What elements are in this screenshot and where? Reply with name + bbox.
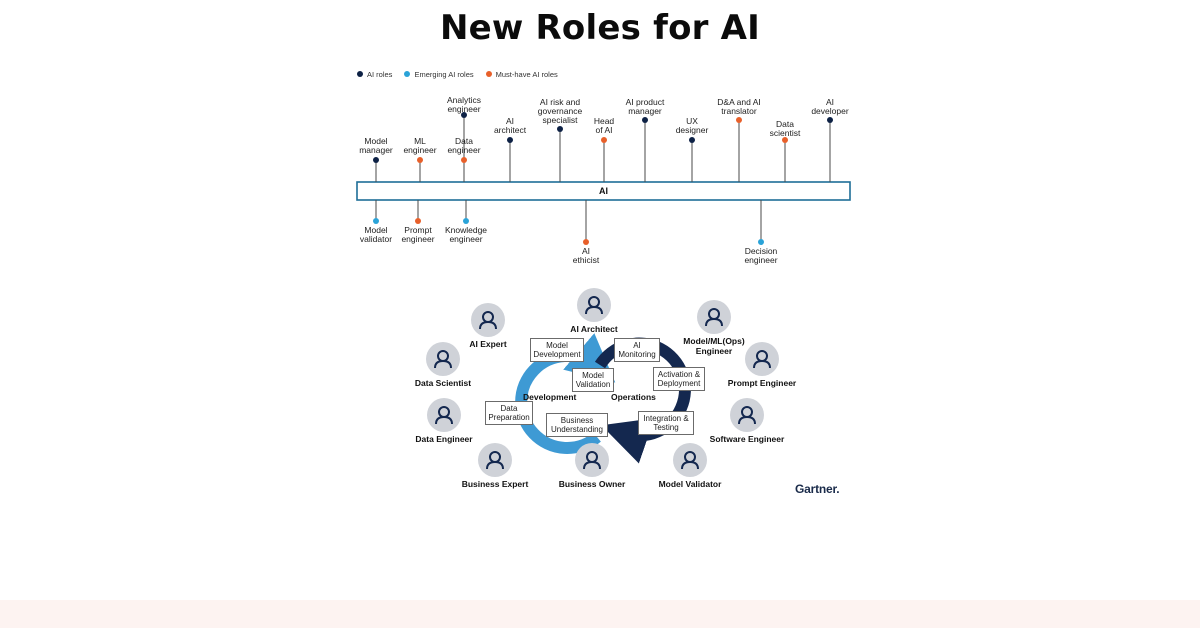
role-dot-d-a-and-ai-translator: [736, 117, 742, 123]
step-activation-deployment: Activation & Deployment: [653, 367, 705, 391]
software-engineer-label: Software Engineer: [709, 434, 785, 444]
role-label-data-scientist: Data scientist: [769, 119, 801, 138]
role-label-ai-architect: AI architect: [493, 116, 527, 135]
role-dot-model-validator: [373, 218, 379, 224]
footer-band: [0, 600, 1200, 628]
model-validator-avatar: [673, 443, 707, 477]
model-mlops-engineer-label: Model/ML(Ops) Engineer: [683, 336, 745, 356]
business-expert-label: Business Expert: [461, 479, 529, 489]
role-dot-ai-risk-and-governance-specialist: [557, 126, 563, 132]
legend-item-must-have: Must-have AI roles: [485, 69, 558, 79]
role-dot-ml-engineer: [417, 157, 423, 163]
person-icon: [434, 350, 452, 369]
legend-label-ai-roles: AI roles: [367, 69, 393, 79]
timeline-graphic: [356, 112, 851, 245]
step-model-validation: Model Validation: [572, 368, 614, 392]
role-dot-ai-architect: [507, 137, 513, 143]
role-dot-head-of-ai: [601, 137, 607, 143]
person-icon: [585, 296, 603, 315]
role-label-ux-designer: UX designer: [675, 116, 709, 135]
role-dot-ux-designer: [689, 137, 695, 143]
legend: AI roles Emerging AI roles Must-have AI …: [357, 68, 558, 80]
ai-architect-avatar: [577, 288, 611, 322]
role-dot-ai-ethicist: [583, 239, 589, 245]
model-mlops-engineer-avatar: [697, 300, 731, 334]
ai-expert-avatar: [471, 303, 505, 337]
person-icon: [479, 311, 497, 330]
person-icon: [753, 350, 771, 369]
person-icon: [705, 308, 723, 327]
role-dot-ai-developer: [827, 117, 833, 123]
development-phase-label: Development: [523, 392, 577, 402]
role-dot-decision-engineer: [758, 239, 764, 245]
role-label-ai-developer: AI developer: [811, 97, 849, 116]
gartner-logo: Gartner.: [795, 482, 840, 496]
role-label-model-validator: Model validator: [359, 225, 393, 244]
ai-architect-label: AI Architect: [570, 324, 618, 334]
role-dot-model-manager: [373, 157, 379, 163]
role-label-d-a-and-ai-translator: D&A and AI translator: [717, 97, 761, 116]
model-validator-label: Model Validator: [658, 479, 722, 489]
ai-roles-timeline: AI Model manager ML engineer Analytics eng…: [350, 85, 860, 275]
operations-phase-label: Operations: [611, 392, 656, 402]
role-dot-data-scientist: [782, 137, 788, 143]
step-data-preparation: Data Preparation: [485, 401, 533, 425]
step-model-development: Model Development: [530, 338, 584, 362]
role-label-knowledge-engineer: Knowledge engineer: [444, 225, 488, 244]
legend-item-emerging: Emerging AI roles: [404, 69, 474, 79]
role-dot-prompt-engineer: [415, 218, 421, 224]
role-dot-knowledge-engineer: [463, 218, 469, 224]
role-label-head-of-ai: Head of AI: [593, 116, 615, 135]
data-engineer-avatar: [427, 398, 461, 432]
person-icon: [583, 451, 601, 470]
person-icon: [738, 406, 756, 425]
business-owner-label: Business Owner: [558, 479, 626, 489]
software-engineer-avatar: [730, 398, 764, 432]
role-label-ai-risk-and-governance-specialist: AI risk and governance specialist: [537, 97, 583, 125]
step-integration-testing: Integration & Testing: [638, 411, 694, 435]
page-title: New Roles for AI: [439, 8, 760, 48]
data-scientist-avatar: [426, 342, 460, 376]
role-label-model-manager: Model manager: [359, 136, 393, 155]
ai-expert-label: AI Expert: [469, 339, 507, 349]
prompt-engineer-avatar: [745, 342, 779, 376]
role-label-data-engineer: Data engineer: [447, 136, 481, 155]
role-dot-data-engineer: [461, 157, 467, 163]
legend-dot-must-have: [485, 71, 492, 77]
role-label-ai-ethicist: AI ethicist: [572, 246, 600, 265]
role-label-analytics-engineer: Analytics engineer: [446, 95, 482, 114]
role-label-ml-engineer: ML engineer: [403, 136, 437, 155]
person-icon: [681, 451, 699, 470]
data-engineer-label: Data Engineer: [415, 434, 473, 444]
person-icon: [486, 451, 504, 470]
legend-label-emerging: Emerging AI roles: [414, 69, 474, 79]
step-ai-monitoring: AI Monitoring: [614, 338, 660, 362]
role-dot-analytics-engineer: [461, 112, 467, 118]
ai-bar-label: AI: [599, 186, 608, 196]
legend-item-ai-roles: AI roles: [357, 70, 392, 79]
ai-lifecycle-diagram: AI Architect AI Expert Model/ML(Ops) Eng…: [410, 285, 850, 500]
legend-dot-emerging: [404, 71, 411, 77]
legend-dot-ai-roles: [357, 71, 363, 77]
prompt-engineer-label: Prompt Engineer: [727, 378, 797, 388]
step-business-understanding: Business Understanding: [546, 413, 608, 437]
legend-label-must-have: Must-have AI roles: [495, 69, 558, 79]
business-expert-avatar: [478, 443, 512, 477]
role-label-ai-product-manager: AI product manager: [625, 97, 665, 116]
data-scientist-label: Data Scientist: [414, 378, 472, 388]
role-label-decision-engineer: Decision engineer: [744, 246, 778, 265]
person-icon: [435, 406, 453, 425]
role-label-prompt-engineer: Prompt engineer: [401, 225, 435, 244]
role-dot-ai-product-manager: [642, 117, 648, 123]
business-owner-avatar: [575, 443, 609, 477]
